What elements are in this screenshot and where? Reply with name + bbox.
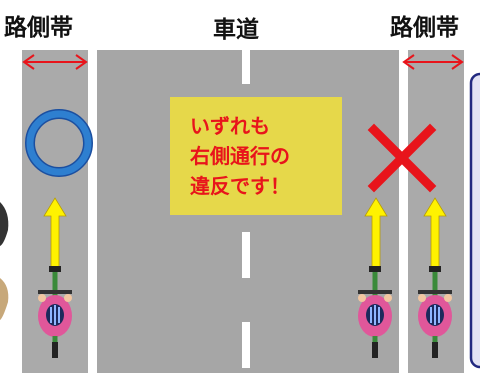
left-shoulder-label: 路側帯 xyxy=(4,14,73,41)
violation-note: いずれも 右側通行の 違反です！ xyxy=(170,97,342,215)
red-double-arrow-icon xyxy=(22,54,88,70)
left-edge-line xyxy=(88,50,97,373)
note-line-3: 違反です！ xyxy=(190,174,290,198)
right-edge-line xyxy=(399,50,408,373)
red-double-arrow-icon xyxy=(402,54,464,70)
yellow-up-arrow-icon xyxy=(364,197,388,271)
yellow-up-arrow-icon xyxy=(43,197,67,271)
note-line-1: いずれも xyxy=(190,114,270,138)
right-shoulder-label: 路側帯 xyxy=(390,14,459,41)
side-panel xyxy=(469,72,480,369)
note-line-2: 右側通行の xyxy=(190,144,290,168)
pedestrian-partial xyxy=(0,202,9,320)
note-background xyxy=(170,97,342,215)
red-cross-icon xyxy=(367,123,437,193)
roadway-label: 車道 xyxy=(213,16,259,43)
yellow-up-arrow-icon xyxy=(423,197,447,271)
